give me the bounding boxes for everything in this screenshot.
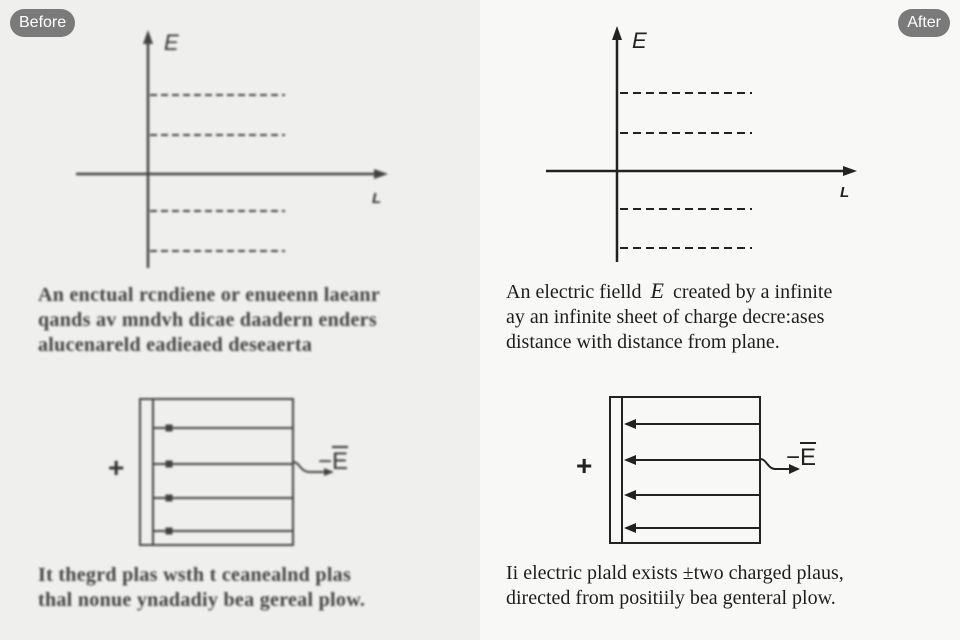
before-field-arrow [292,461,330,473]
after-p1-line-2: ay an infinite sheet of charge decre:ase… [506,306,825,328]
before-paragraph-2: It thegrd plas wsth t ceanealnd plas tha… [38,563,365,613]
before-x-arrow [374,169,388,179]
before-field-symbol-text: E [332,448,349,475]
after-paragraph-2: Ii electric plald exists ±two charged pl… [506,561,844,611]
after-plus-sign: + [576,450,593,481]
after-p1-line-1-start: An electric fielld [506,281,642,303]
before-pane: E L An enctual rcndiene or enueenn laean… [10,9,388,613]
after-p2-line-1: Ii electric plald exists ±two charged pl… [506,562,844,584]
after-x-arrow [843,166,857,176]
before-plus-sign: + [108,452,125,483]
after-figures [546,26,857,544]
after-plate-box [609,396,761,544]
after-arrowhead-3 [624,490,636,500]
after-p2-line-2: directed from positiily bea genteral plo… [506,587,836,609]
after-p1-field-symbol: E [650,278,664,303]
before-p1-line-1: An enctual rcndiene or enueenn laeanr [38,284,381,306]
after-badge[interactable]: After [898,9,950,37]
before-p2-line-1: It thegrd plas wsth t ceanealnd plas [38,564,352,586]
after-graph [546,26,857,262]
after-p1-line-1-end: created by a infinite [672,281,833,303]
before-plate-box [139,398,294,546]
before-p1-line-2: qands av mndvh dicae daadern enders [38,309,377,331]
before-figures [76,30,388,546]
after-pane: E L An electric fielld E created by a in… [480,0,960,640]
after-y-arrow [612,26,622,40]
after-arrowhead-2 [624,455,636,465]
before-paragraph-1: An enctual rcndiene or enueenn laeanr qa… [38,283,380,358]
before-plate-diagram [139,398,334,546]
before-p1-line-3: alucenareld eadieaed deseaerta [38,334,313,356]
after-field-symbol-text: E [800,444,817,471]
after-plate-diagram [609,396,800,544]
after-arrowhead-1 [624,419,636,429]
before-l-axis-label: L [372,190,382,207]
after-paragraph-1: An electric fielld E created by a infini… [506,278,832,355]
after-arrowhead-4 [624,523,636,533]
before-e-axis-label: E [164,30,179,55]
after-field-symbol: −E [786,444,817,471]
before-graph [76,30,388,268]
after-p1-line-1: An electric fielld E created by a infini… [506,278,832,305]
after-p1-line-3: distance with distance from plane. [506,331,780,353]
before-field-symbol: −E [318,448,349,475]
before-badge[interactable]: Before [10,9,76,37]
after-e-axis-label: E [632,28,647,53]
before-y-arrow [143,30,153,44]
after-field-arrow [759,458,794,470]
before-p2-line-2: thal nonue ynadadiy bea gereal plow. [38,589,366,611]
after-l-axis-label: L [840,184,850,201]
